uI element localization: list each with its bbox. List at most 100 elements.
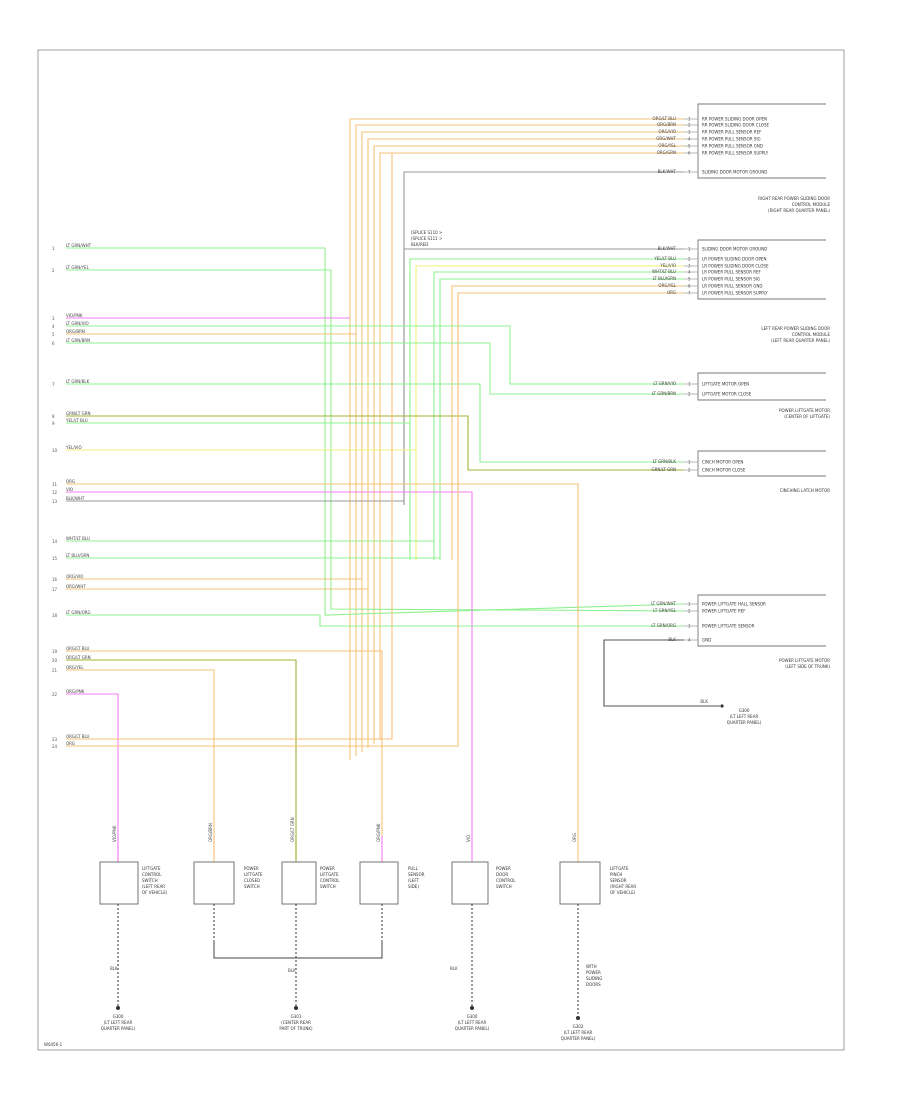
switch-wire-label: ORG [572,833,577,842]
left-wire-label: LT GRN/BRN [66,338,90,343]
module-wire-label: LT GRN/YEL [653,608,677,613]
ground-name: PART OF TRUNK) [279,1026,313,1031]
switch-wire-label: VIO [466,835,471,842]
module-pin-desc: LR POWER SLIDING DOOR OPEN [702,257,766,262]
switch-label: (LEFT [408,878,420,883]
switch-label: SIDE) [408,884,419,889]
ground-wire-label: BLK [700,699,708,704]
control-switch-wire [66,659,297,860]
left-pin-21: 21 [52,668,58,673]
left-pin-18: 18 [52,613,58,618]
left-wire-label: BLK/WHT [66,496,85,501]
module-outline [697,372,826,401]
module-wire-label: BLK/WHT [658,169,677,174]
module-wire-label: LT GRN/ORG [651,623,676,628]
switch-label: CLOSED [244,878,260,883]
ground-name: G301 [291,1014,302,1019]
splice-note: (SPLICE S110 > (SPLICE S111 > BLK/RED [411,230,442,247]
ground-name: (LT LEFT REAR [458,1020,487,1025]
module-wire-label: ORG/VIO [659,129,676,134]
ground-note-line: SLIDING [586,976,602,981]
module-pin-desc: RR POWER PULL SENSOR GND [702,144,763,149]
ground-name: G300 [739,708,750,713]
module-pin-desc: RR POWER PULL SENSOR REF [702,130,762,135]
switch-label: SWITCH [244,884,260,889]
wire [66,269,685,612]
switch-label: CONTROL [496,878,516,883]
ground-wire-label: BLK [450,966,458,971]
switch-label: SWITCH [142,878,158,883]
module-wire-label: BLK/WHT [658,246,677,251]
module-pin-desc: SLIDING DOOR MOTOR GROUND [702,170,767,175]
module-pin-desc: RR POWER SLIDING DOOR OPEN [702,117,767,122]
module-name: POWER LIFTGATE MOTOR [779,658,830,663]
ground-name: G300 [467,1014,478,1019]
lr-module-wire [433,271,684,560]
module-ground-wire [603,639,720,707]
module-pin-desc: LR POWER PULL SENSOR SUPPLY [702,291,768,296]
module-pin-desc: POWER LIFTGATE SENSOR [702,624,755,629]
cinch-close-wire [66,415,684,471]
module-pin-desc: LIFTGATE MOTOR CLOSE [702,392,752,397]
switch-label: OF VEHICLE) [142,890,168,895]
ground-name: (LT LEFT REAR [730,714,759,719]
switch-label: LIFTGATE [244,872,263,877]
liftgate-open-wire [66,325,684,385]
module-pin-desc: LR POWER SLIDING DOOR CLOSE [702,264,769,269]
module-wire-label: LT GRN/WHT [651,601,677,606]
module-wire-label: ORG/YEL [658,143,676,148]
switch-body [99,861,139,905]
left-wire-label: VIO/PNK [66,313,83,318]
module-pin-desc: CINCH MOTOR CLOSE [702,468,746,473]
ground-note-line: DOORS [586,982,601,987]
module-wire-label: ORG/LT BLU [653,116,677,121]
left-wire-label: LT GRN/ORG [66,610,91,615]
left-pin-15: 15 [52,556,58,561]
ground-icon [720,704,724,708]
ground-note-line: POWER [586,970,601,975]
left-wire-label: YEL/VIO [65,445,82,450]
ground-name: (LT LEFT REAR [564,1030,593,1035]
module-name: (LEFT REAR QUARTER PANEL) [771,338,830,343]
left-pin-5: 5 [52,332,55,337]
module-wire-label: LT GRN/BRN [652,391,676,396]
left-wire-label: LT GRN/BLK [66,379,90,384]
splice-line-2: (SPLICE S111 > [411,236,442,241]
module-wire-label: BLK [668,637,676,642]
pull-sensor-wire [66,650,383,836]
switch-label: OF VEHICLE) [610,890,636,895]
switch-label: POWER [496,866,511,871]
wire [66,153,393,740]
left-wire-label: WHT/LT BLU [66,536,90,541]
module-pin-desc: CINCH MOTOR OPEN [702,460,743,465]
pinch-sensor-wire [66,483,579,836]
left-pin-6: 6 [52,341,55,346]
module-wire-label: GRN/LT GRN [652,467,676,472]
module-pin-desc: LR POWER PULL SENSOR SIG [702,277,760,282]
left-pin-13: 13 [52,499,58,504]
splice-line-3: BLK/RED [411,242,428,247]
module-pin-desc: LR POWER PULL SENSOR REF [702,270,762,275]
left-pin-9: 9 [52,421,55,426]
closed-switch-wire [66,669,215,860]
module-name: CONTROL MODULE [792,332,831,337]
rr-module-wire [379,152,684,740]
lr-module-wire [451,285,684,560]
ground-name: QUARTER PANEL) [727,720,762,725]
module-pin-desc: POWER LIFTGATE HALL SENSOR [702,602,766,607]
left-pin-12: 12 [52,490,58,495]
switch-wire-label: VIO/PNK [112,825,117,842]
rr-module-wire [355,124,684,756]
diagram-frame [37,49,845,1051]
